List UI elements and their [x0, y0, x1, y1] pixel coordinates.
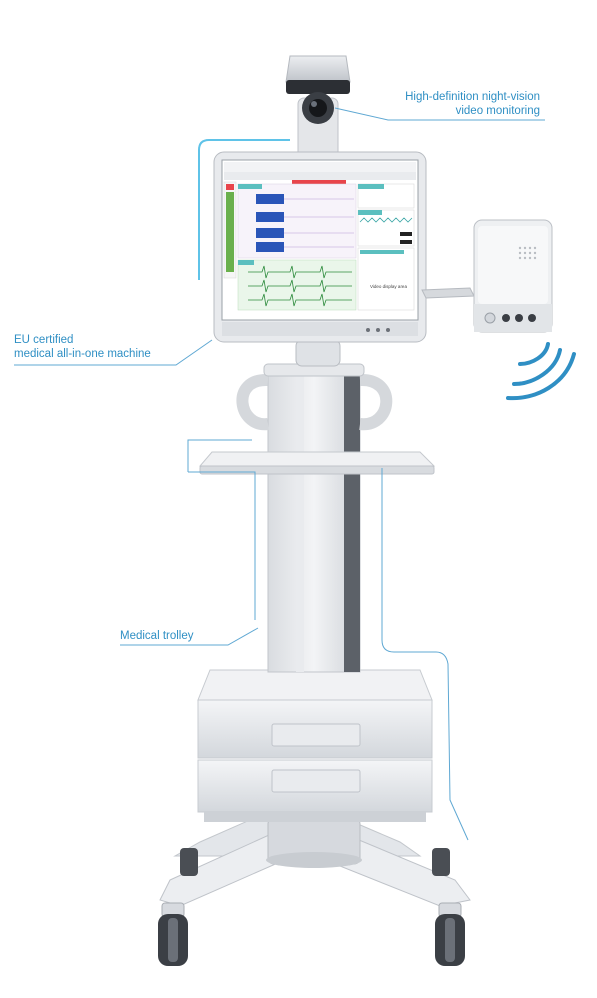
all-in-one-label: EU certified medical all-in-one machine [14, 333, 151, 361]
trolley-label-text: Medical trolley [120, 630, 194, 642]
camera [285, 55, 351, 161]
wireless-signal-icon [506, 342, 576, 401]
all-in-one-line-2: medical all-in-one machine [14, 348, 151, 360]
drawer-unit [197, 669, 433, 822]
callout-lines [14, 107, 545, 841]
trolley-label: Medical trolley [120, 629, 194, 643]
video-monitoring-line-2: video monitoring [455, 105, 540, 117]
all-in-one-line-1: EU certified [14, 334, 74, 346]
trolley-base [158, 811, 471, 966]
video-monitoring-label: High-definition night-vision video monit… [405, 90, 540, 118]
intercom-unit [421, 219, 553, 333]
monitor [213, 151, 427, 343]
trolley-shelf [198, 451, 436, 475]
video-display-caption: Video display area [370, 284, 407, 289]
trolley-pole [236, 339, 393, 673]
video-monitoring-line-1: High-definition night-vision [405, 91, 540, 103]
